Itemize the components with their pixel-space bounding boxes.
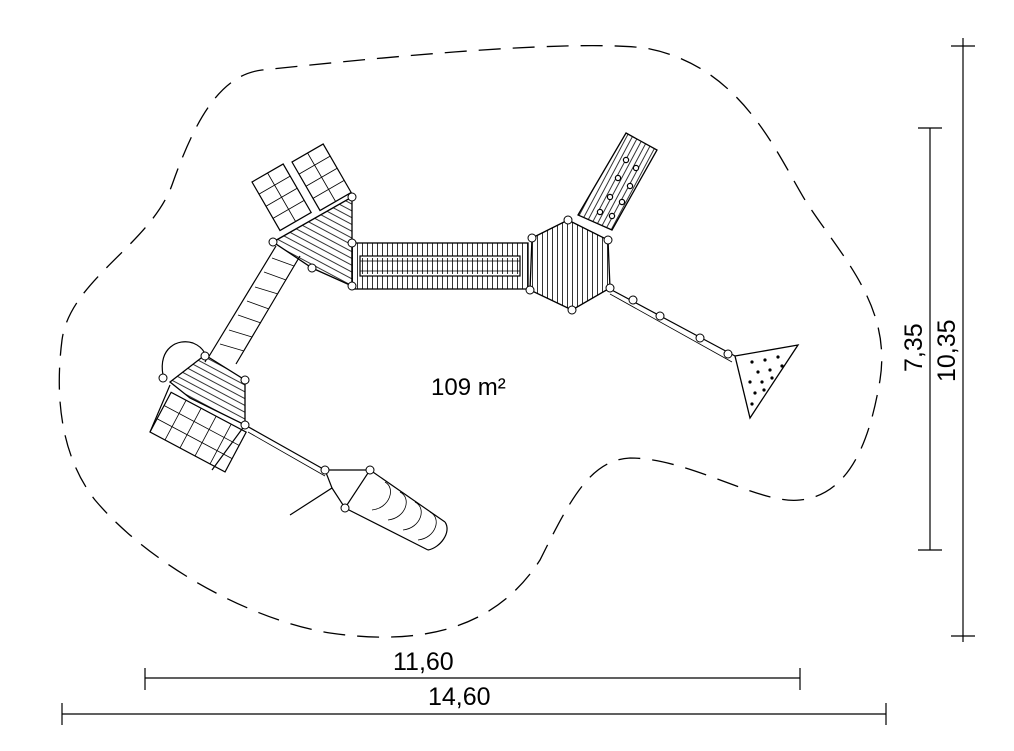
diagonal-climbing-ladder xyxy=(207,245,301,365)
lower-left-roof-grid xyxy=(149,391,247,473)
rope-traverse xyxy=(607,287,736,363)
inner-height-label: 7,35 xyxy=(900,323,928,372)
inner-width-label: 11,60 xyxy=(393,648,454,676)
net-dots xyxy=(748,355,784,406)
safety-zone-boundary xyxy=(58,44,883,638)
climbing-net-triangle xyxy=(734,344,800,420)
lower-left-posts xyxy=(149,384,246,471)
area-label: 109 m² xyxy=(431,374,506,401)
horizontal-dimension-inner xyxy=(144,668,801,690)
vertical-dimension-inner xyxy=(918,127,942,551)
post-nodes xyxy=(158,192,733,513)
lower-left-platform xyxy=(168,354,246,427)
right-hexagon-platform xyxy=(529,219,611,311)
slide xyxy=(244,424,448,551)
vertical-dimension-outer xyxy=(951,38,975,642)
horizontal-dimension-outer xyxy=(61,703,887,725)
suspension-bridge xyxy=(351,242,529,290)
outer-width-label: 14,60 xyxy=(428,683,491,711)
climbing-wall xyxy=(577,132,658,231)
upper-left-roof-panels xyxy=(251,143,352,232)
outer-height-label: 10,35 xyxy=(933,319,961,382)
